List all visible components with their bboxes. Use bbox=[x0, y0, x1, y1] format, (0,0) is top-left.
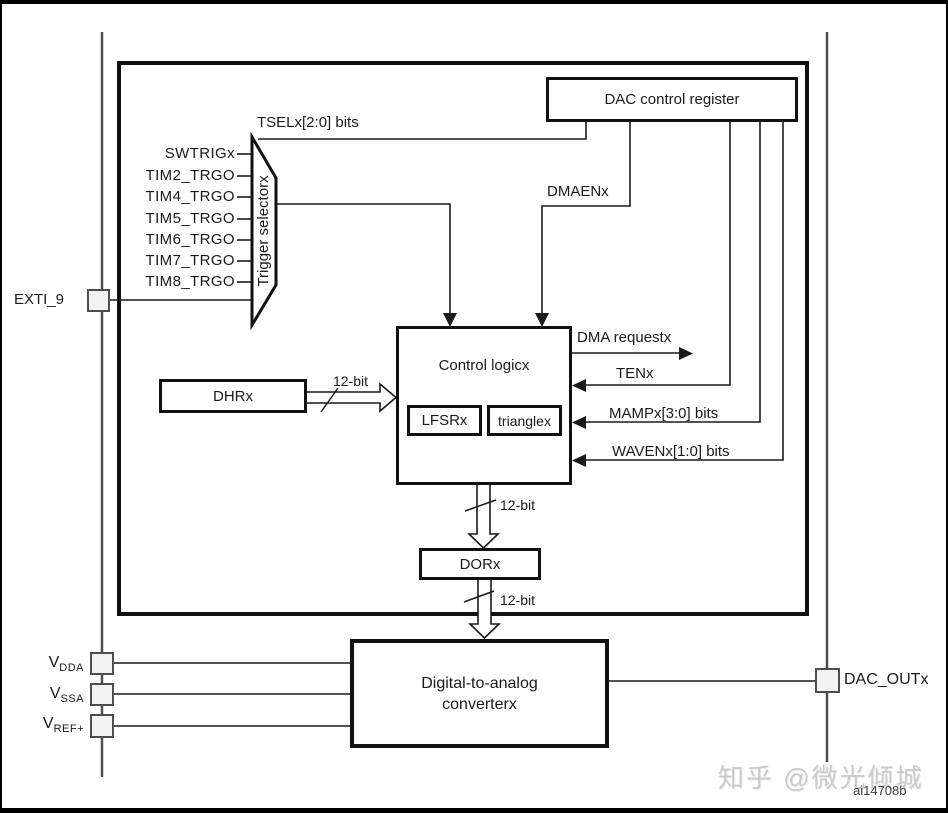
ten-label: TENx bbox=[616, 365, 654, 382]
mamp-line bbox=[585, 121, 761, 423]
triangle-label: trianglex bbox=[498, 412, 551, 429]
tsel-label: TSELx[2:0] bits bbox=[257, 114, 359, 131]
trigger-selector-mux bbox=[250, 131, 278, 331]
waven-line bbox=[585, 121, 784, 461]
trigger-input-tim2: TIM2_TRGO bbox=[145, 167, 235, 184]
dhr-bus-width-label: 12-bit bbox=[333, 373, 369, 389]
triangle-box: trianglex bbox=[487, 405, 562, 436]
ten-arrowhead bbox=[572, 379, 586, 392]
dhr-box: DHRx bbox=[159, 379, 307, 413]
dhr-label: DHRx bbox=[213, 387, 253, 405]
control-logic-title: Control logicx bbox=[438, 357, 530, 374]
ten-line bbox=[585, 121, 731, 386]
vref-label: VREF+ bbox=[42, 715, 84, 736]
dor-label: DORx bbox=[459, 555, 501, 573]
figure-id-label: ai14708b bbox=[853, 783, 907, 798]
bus-slash bbox=[320, 387, 339, 413]
dma-request-label: DMA requestx bbox=[577, 329, 672, 346]
dor-box: DORx bbox=[419, 548, 541, 580]
trigger-input-tim4: TIM4_TRGO bbox=[145, 188, 235, 205]
waven-label: WAVENx[1:0] bits bbox=[612, 443, 730, 460]
dac-converter-label-line2: converterx bbox=[442, 695, 517, 713]
mamp-label: MAMPx[3:0] bits bbox=[609, 405, 719, 422]
exti9-label: EXTI_9 bbox=[14, 291, 65, 308]
trigger-input-tim8: TIM8_TRGO bbox=[145, 273, 235, 290]
trigger-input-tim6: TIM6_TRGO bbox=[145, 231, 235, 248]
mamp-arrowhead bbox=[572, 416, 586, 429]
trigger-input-tim7: TIM7_TRGO bbox=[145, 252, 235, 269]
dor-bus-width-label: 12-bit bbox=[500, 497, 536, 513]
trigger-output-line bbox=[276, 203, 451, 314]
exti9-pin-square bbox=[87, 289, 110, 312]
trigger-input-tim5: TIM5_TRGO bbox=[145, 210, 235, 227]
vref-pin-square bbox=[90, 714, 114, 738]
vssa-label: VSSA bbox=[49, 685, 84, 706]
bus-slash bbox=[463, 590, 495, 603]
lfsr-box: LFSRx bbox=[407, 405, 482, 436]
vssa-pin-square bbox=[90, 683, 114, 706]
dac-control-register-box: DAC control register bbox=[546, 77, 798, 122]
vdda-label: VDDA bbox=[48, 654, 84, 675]
dor-bus-arrow bbox=[467, 485, 500, 550]
dac-bus-arrow bbox=[468, 580, 501, 640]
dac-converter-box: Digital-to-analog converterx bbox=[350, 639, 609, 748]
dac-out-label: DAC_OUTx bbox=[844, 671, 929, 688]
watermark: 知乎 @微光倾城 bbox=[718, 763, 924, 793]
vdda-pin-square bbox=[90, 652, 114, 675]
dmaen-label: DMAENx bbox=[547, 183, 609, 200]
dmaen-arrowhead bbox=[535, 313, 549, 327]
bus-slash bbox=[464, 499, 497, 512]
trigger-input-swtrig: SWTRIGx bbox=[164, 145, 235, 162]
lfsr-label: LFSRx bbox=[421, 412, 468, 429]
trigger-selector-label: Trigger selectorx bbox=[255, 175, 272, 287]
waven-arrowhead bbox=[572, 454, 586, 467]
dma-request-arrowhead bbox=[679, 347, 693, 360]
trigger-output-arrowhead bbox=[443, 313, 457, 327]
dac-out-pin-square bbox=[815, 668, 840, 693]
dac-control-register-label: DAC control register bbox=[604, 91, 740, 108]
dmaen-line bbox=[541, 121, 631, 314]
dac-bus-width-label: 12-bit bbox=[500, 592, 536, 608]
dac-converter-label-line1: Digital-to-analog bbox=[421, 674, 538, 692]
tsel-line bbox=[258, 121, 587, 140]
